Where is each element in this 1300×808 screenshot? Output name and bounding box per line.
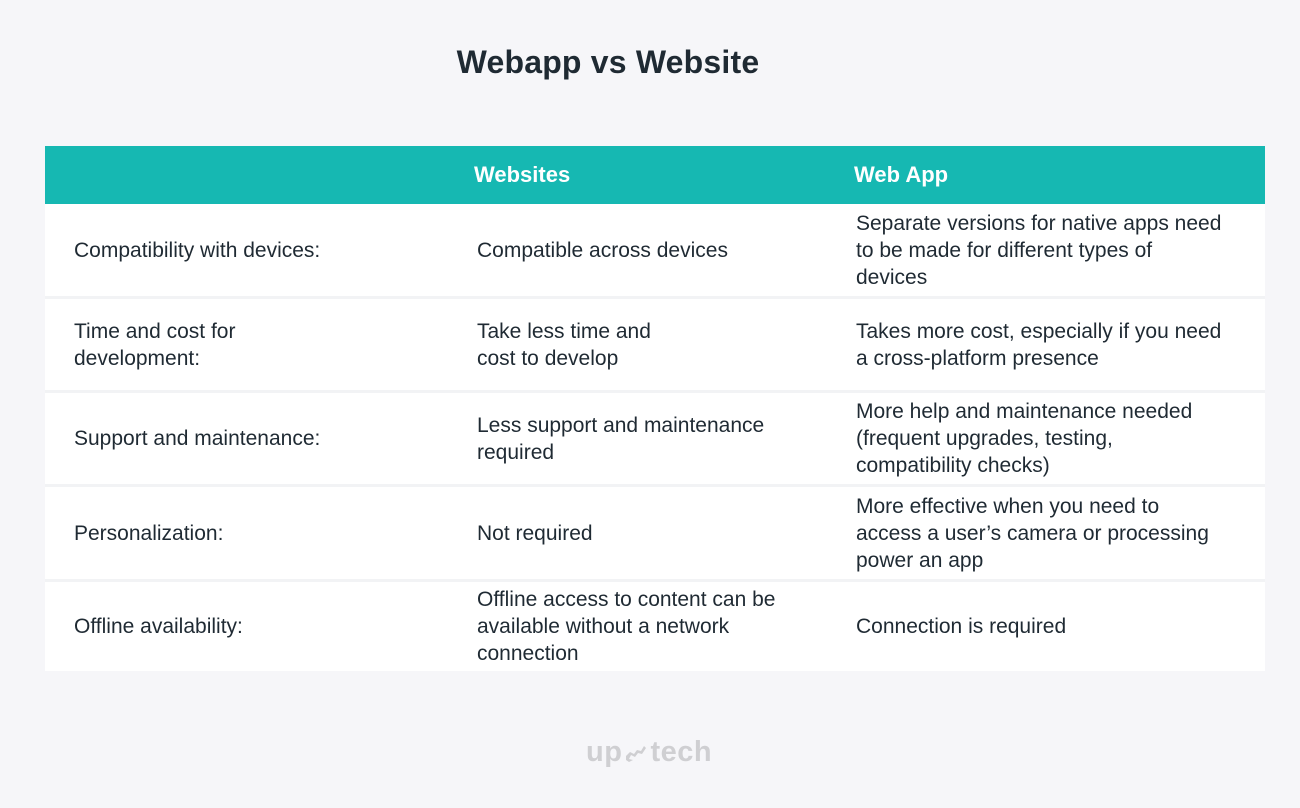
websites-cell: Take less time and cost to develop (477, 319, 651, 370)
webapp-cell: Connection is required (856, 615, 1067, 638)
header-websites: Websites (474, 162, 571, 187)
logo-text-right: tech (650, 736, 713, 768)
websites-cell: Offline access to content can be availab… (477, 588, 776, 665)
table-row: Personalization: Not required More effec… (45, 484, 1265, 579)
webapp-cell: Separate versions for native apps need t… (856, 211, 1222, 289)
logo-text-left: up (586, 736, 623, 768)
websites-cell: Compatible across devices (477, 238, 728, 262)
criterion-cell: Offline availability: (74, 615, 243, 638)
webapp-cell: More help and maintenance needed (freque… (856, 400, 1193, 477)
table-row: Compatibility with devices: Compatible a… (45, 204, 1265, 296)
criterion-cell: Time and cost for development: (74, 319, 236, 370)
table-row: Support and maintenance: Less support an… (45, 390, 1265, 484)
websites-cell: Not required (477, 521, 593, 545)
criterion-cell: Support and maintenance: (74, 427, 321, 450)
stairs-arrow-icon (626, 745, 647, 762)
websites-cell: Less support and maintenance required (477, 413, 765, 464)
comparison-table: Websites Web App Compatibility with devi… (45, 146, 1265, 671)
criterion-cell: Compatibility with devices: (74, 238, 321, 262)
webapp-cell: More effective when you need to access a… (856, 494, 1209, 572)
table-header: Websites Web App (45, 146, 1265, 204)
header-webapp: Web App (854, 162, 949, 187)
table-row: Time and cost for development: Take less… (45, 296, 1265, 390)
uptech-logo: up tech (586, 736, 712, 769)
table-row: Offline availability: Offline access to … (45, 579, 1265, 671)
page-title: Webapp vs Website (456, 44, 760, 80)
webapp-cell: Takes more cost, especially if you need … (856, 319, 1222, 370)
criterion-cell: Personalization: (74, 521, 224, 545)
